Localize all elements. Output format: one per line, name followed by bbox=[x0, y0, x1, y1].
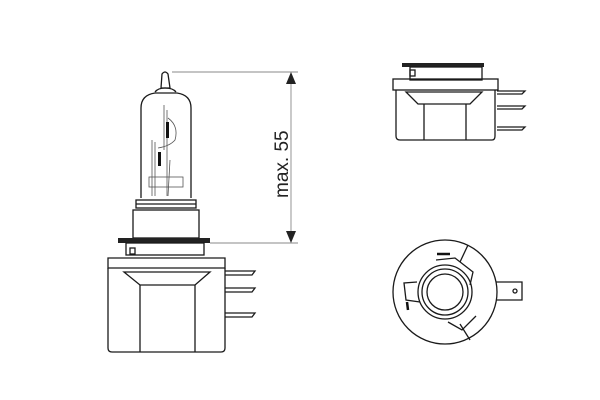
bottom-view bbox=[392, 239, 523, 345]
dimension-label: max. 55 bbox=[272, 130, 293, 198]
side-view bbox=[392, 63, 527, 141]
front-view-bulb bbox=[107, 71, 257, 353]
connector-pins bbox=[225, 270, 257, 318]
height-dimension: max. 55 bbox=[172, 71, 298, 244]
